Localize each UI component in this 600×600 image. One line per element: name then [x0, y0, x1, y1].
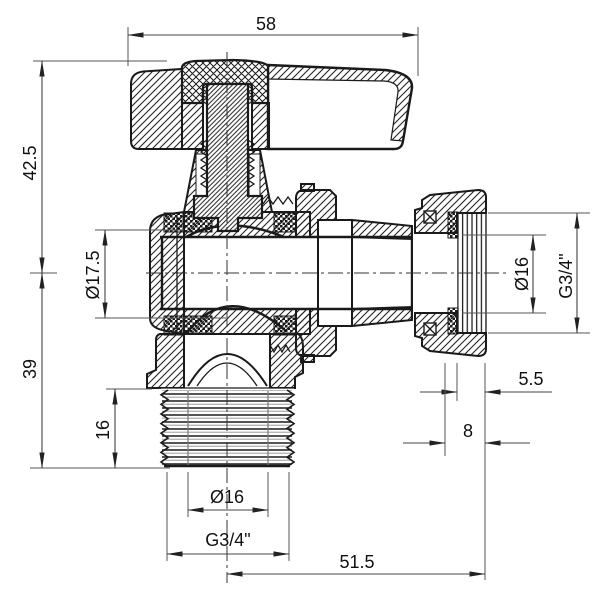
stem-thread	[199, 139, 209, 189]
thread-crest-right	[285, 389, 296, 468]
flow-dome	[185, 305, 287, 335]
bore-lines	[160, 235, 412, 311]
handle-left-block	[130, 67, 183, 150]
dim-outlet-bore-label: Ø16	[210, 487, 244, 507]
handle-assembly	[130, 58, 414, 233]
dim-handle-width-label: 58	[256, 14, 276, 34]
dim-center-offset-label: 51.5	[339, 552, 374, 572]
dim-side-bore-label: Ø16	[512, 257, 532, 291]
seat-seal	[273, 315, 297, 336]
seat-seal	[273, 212, 297, 233]
lever-rim	[267, 64, 413, 142]
valve-stem	[192, 82, 264, 233]
dim-height-upper: 42.5	[20, 60, 167, 274]
dim-handle-width: 58	[127, 14, 419, 76]
dim-nut-gap: 5.5	[420, 363, 552, 401]
dim-nut-depth: 8	[403, 363, 530, 456]
nut-seal	[447, 307, 459, 335]
nut-seal	[447, 211, 459, 239]
dim-body-dia-label: Ø17.5	[83, 250, 103, 299]
centerlines	[146, 52, 508, 583]
thread-crest-left	[159, 389, 170, 468]
neck-right-wall	[269, 333, 304, 389]
stem-thread	[246, 139, 256, 189]
dim-nut-depth-label: 8	[463, 421, 473, 441]
stem-thread	[200, 85, 209, 105]
dim-outlet-thread: G3/4"	[166, 472, 290, 561]
dim-height-upper-label: 42.5	[20, 145, 40, 180]
coupling-nut	[413, 188, 488, 358]
dim-side-thread-label: G3/4"	[556, 253, 576, 298]
dim-nut-gap-label: 5.5	[518, 369, 543, 389]
dim-side-thread: G3/4"	[488, 212, 590, 334]
dim-height-lower: 39	[20, 272, 170, 469]
dim-outlet-thread-label: G3/4"	[205, 530, 250, 550]
dim-thread-length: 16	[93, 388, 152, 469]
outlet-bore-lines	[187, 391, 269, 465]
dim-body-dia: Ø17.5	[83, 229, 226, 319]
dim-center-offset: 51.5	[226, 363, 486, 580]
dimension-annotations: 58 42.5 39 Ø17.5 16 Ø16	[20, 14, 590, 580]
dim-side-bore: Ø16	[462, 234, 546, 314]
stem-thread	[246, 85, 255, 105]
neck-left-wall	[146, 333, 185, 389]
dim-outlet-bore: Ø16	[187, 472, 269, 517]
handle-cap	[180, 58, 270, 105]
dim-height-lower-label: 39	[20, 359, 40, 379]
dim-thread-length-label: 16	[93, 420, 113, 440]
